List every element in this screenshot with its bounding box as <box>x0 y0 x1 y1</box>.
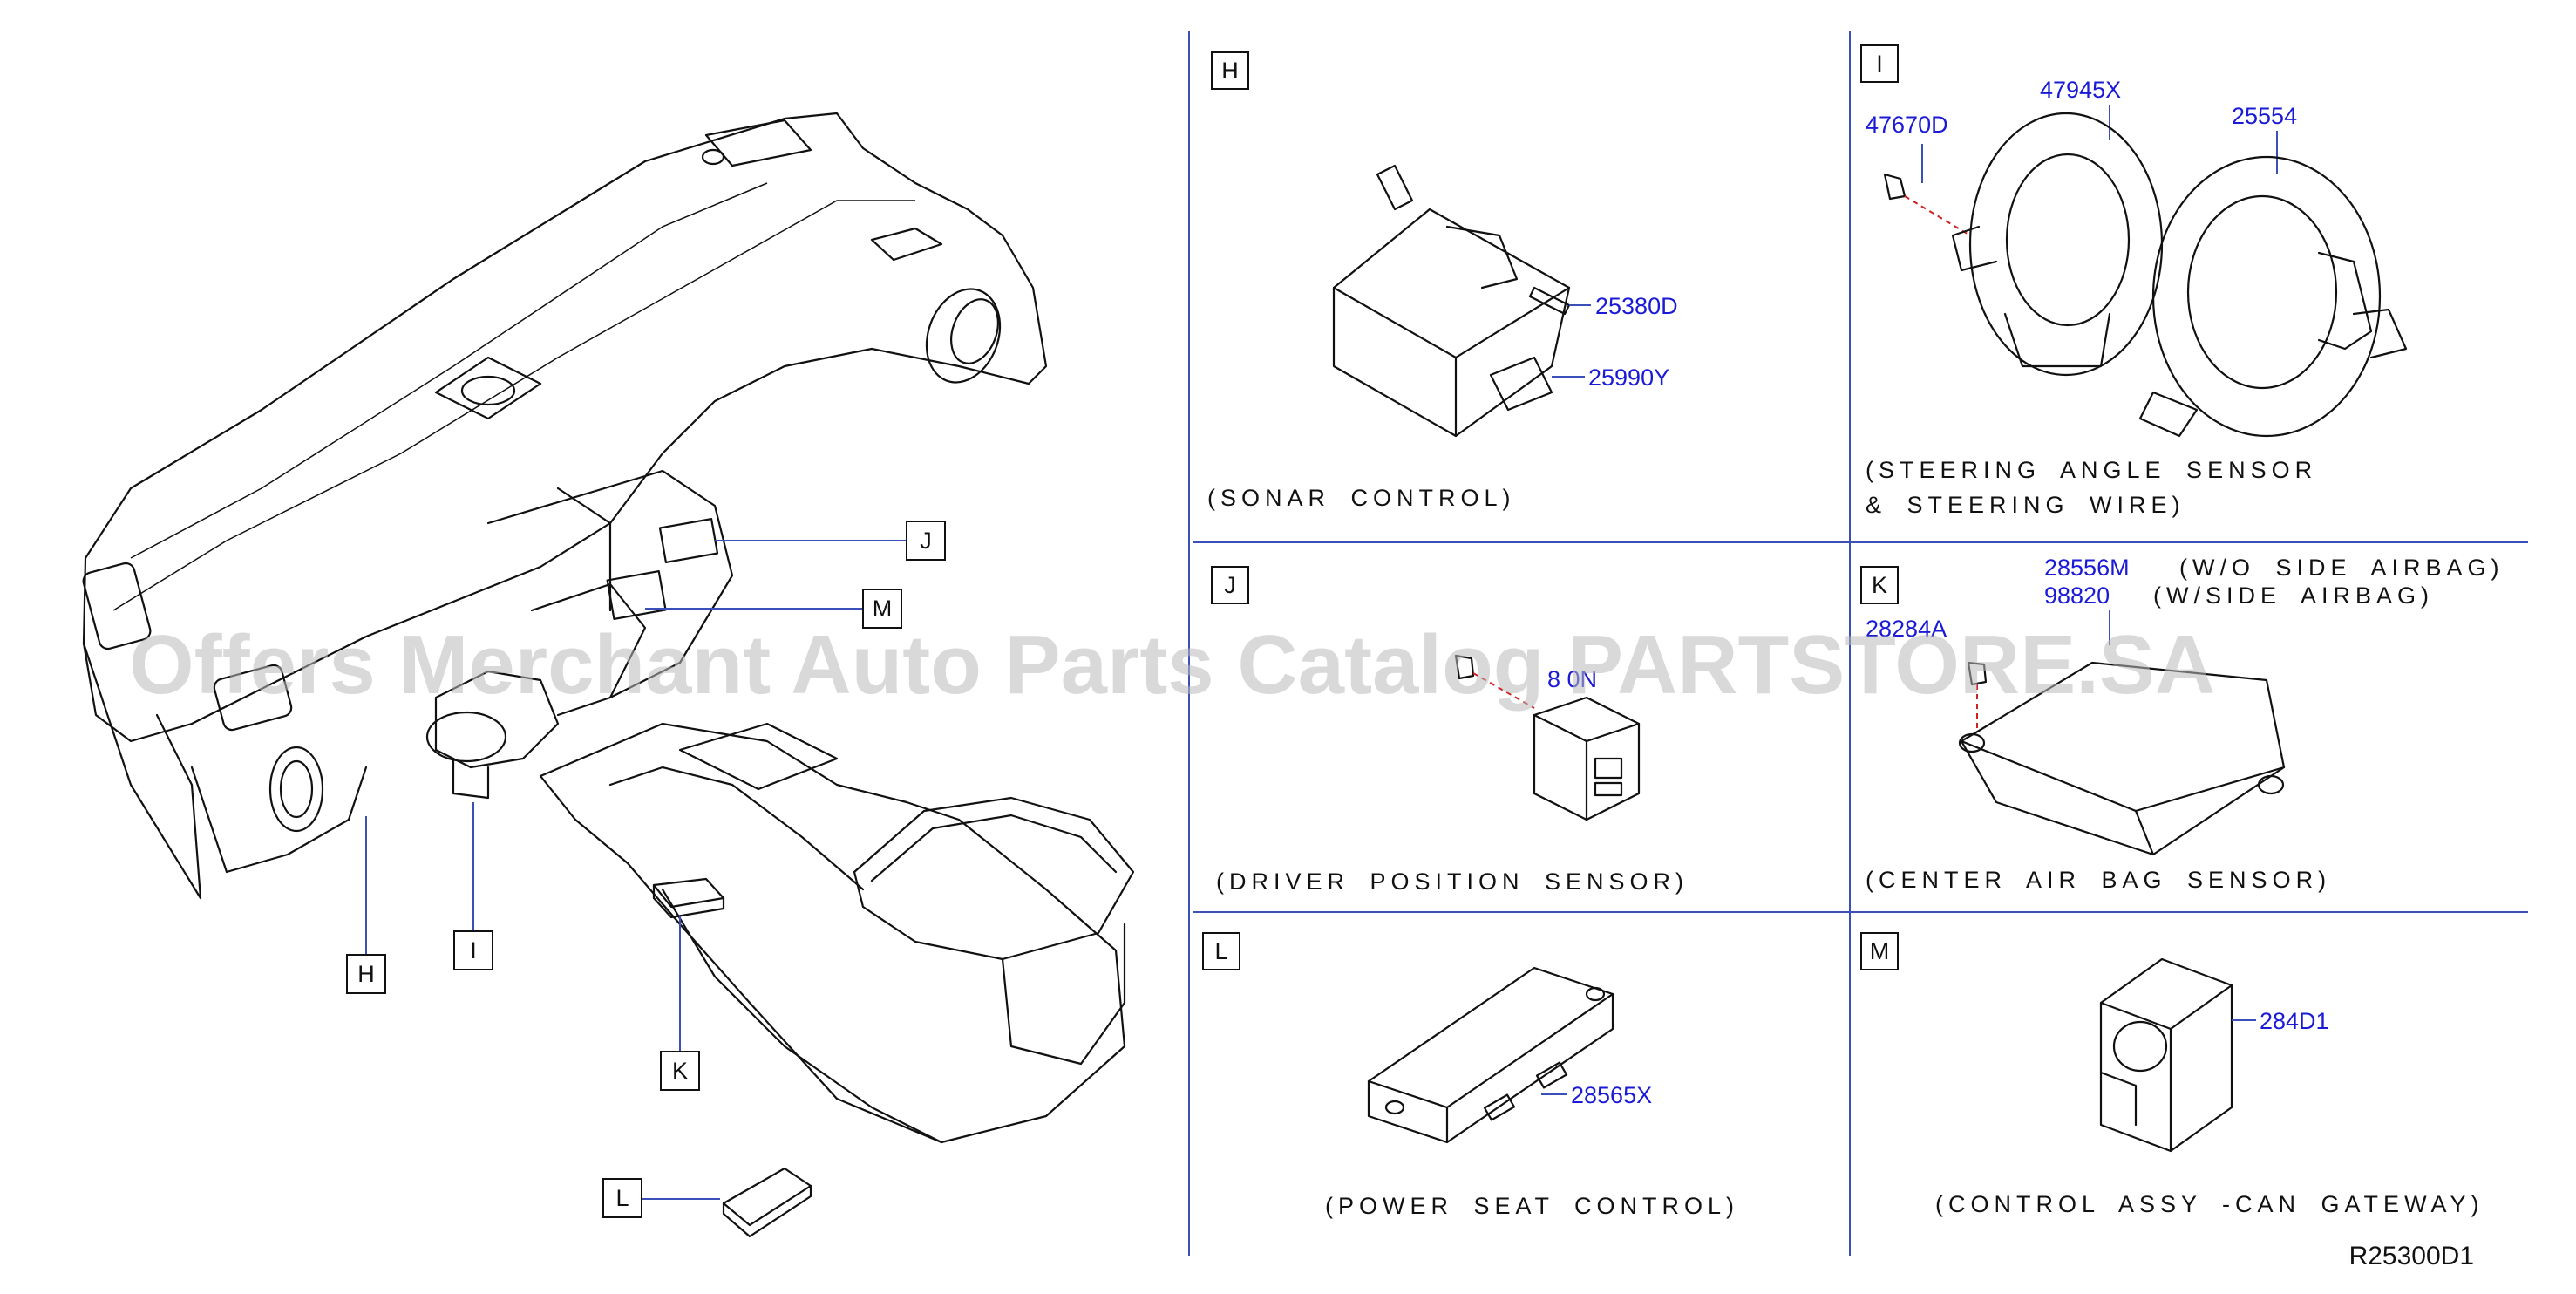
panel-J: J 8 0N (DRIVER POSITION SENSOR) <box>1211 566 1689 895</box>
callout-M[interactable]: M <box>862 589 902 629</box>
panel-I: I 47670D 47945X 25554 (STEERING ANGLE SE… <box>1860 44 2408 518</box>
caption-can-gateway: (CONTROL ASSY -CAN GATEWAY) <box>1935 1191 2484 1217</box>
part-number-47670D: 47670D <box>1866 112 1948 138</box>
screw-driver-position <box>1454 654 1475 680</box>
callout-L[interactable]: L <box>602 1178 642 1218</box>
note-w-side-airbag: (W/SIDE AIRBAG) <box>2153 582 2434 609</box>
panel-I-label: I <box>1876 51 1883 77</box>
callout-H[interactable]: H <box>346 954 386 994</box>
steering-angle-sensor <box>1951 112 2164 377</box>
panel-H-label: H <box>1221 58 1239 84</box>
overview-leaders <box>365 540 907 1200</box>
can-gateway-unit <box>2099 957 2233 1153</box>
callout-M-label: M <box>873 596 893 622</box>
caption-steering-angle-sensor-line2: & STEERING WIRE) <box>1866 492 2185 518</box>
callout-I-label: I <box>470 937 477 964</box>
part-number-98820: 98820 <box>2044 582 2110 609</box>
part-number-28565X: 28565X <box>1571 1082 1652 1108</box>
part-number-47945X: 47945X <box>2040 77 2121 103</box>
driver-position-sensor <box>1533 696 1641 821</box>
screw-47670D <box>1883 173 1907 201</box>
panel-M: M 284D1 (CONTROL ASSY -CAN GATEWAY) <box>1860 932 2484 1217</box>
center-air-bag-sensor <box>1958 661 2286 856</box>
caption-sonar-control: (SONAR CONTROL) <box>1207 485 1516 511</box>
sonar-control-unit <box>1332 164 1571 438</box>
caption-center-air-bag-sensor: (CENTER AIR BAG SENSOR) <box>1866 867 2331 893</box>
panel-J-label: J <box>1224 572 1236 598</box>
callout-J-label: J <box>920 528 932 554</box>
callout-I[interactable]: I <box>453 930 493 970</box>
note-wo-side-airbag: (W/O SIDE AIRBAG) <box>2179 555 2505 581</box>
callout-L-label: L <box>615 1185 629 1211</box>
panel-M-label: M <box>1870 938 1890 964</box>
panel-K-label: K <box>1872 572 1887 598</box>
part-number-284D1: 284D1 <box>2260 1008 2329 1034</box>
panel-H: H 25380D 25990Y (SONAR CONTROL) <box>1207 51 1678 511</box>
part-number-28284A: 28284A <box>1866 616 1947 642</box>
bolt-25380D <box>1528 286 1571 316</box>
part-number-25990Y: 25990Y <box>1588 364 1669 391</box>
part-number-28556M: 28556M <box>2044 555 2130 581</box>
part-number-driver-position: 8 0N <box>1547 666 1597 692</box>
callout-H-label: H <box>357 961 375 987</box>
panel-dividers <box>1188 31 2528 1256</box>
spiral-cable <box>2138 155 2408 438</box>
callout-K[interactable]: K <box>660 1051 700 1091</box>
caption-power-seat-control: (POWER SEAT CONTROL) <box>1325 1193 1739 1219</box>
power-seat-control-unit <box>1367 966 1614 1144</box>
panel-L: L 28565X (POWER SEAT CONTROL) <box>1202 932 1739 1219</box>
caption-steering-angle-sensor-line1: (STEERING ANGLE SENSOR <box>1866 457 2317 483</box>
diagram-code: R25300D1 <box>2349 1242 2474 1270</box>
callout-J[interactable]: J <box>906 521 946 561</box>
part-number-25380D: 25380D <box>1595 293 1678 319</box>
watermark: Offers Merchant Auto Parts Catalog PARTS… <box>129 618 2215 712</box>
panel-L-label: L <box>1214 938 1227 964</box>
caption-driver-position-sensor: (DRIVER POSITION SENSOR) <box>1216 868 1689 895</box>
part-number-25554: 25554 <box>2232 103 2297 129</box>
panel-K: K 28556M (W/O SIDE AIRBAG) 98820 (W/SIDE… <box>1860 555 2505 893</box>
callout-K-label: K <box>672 1058 688 1084</box>
air-bag-sensor-bolt <box>1967 661 1988 686</box>
